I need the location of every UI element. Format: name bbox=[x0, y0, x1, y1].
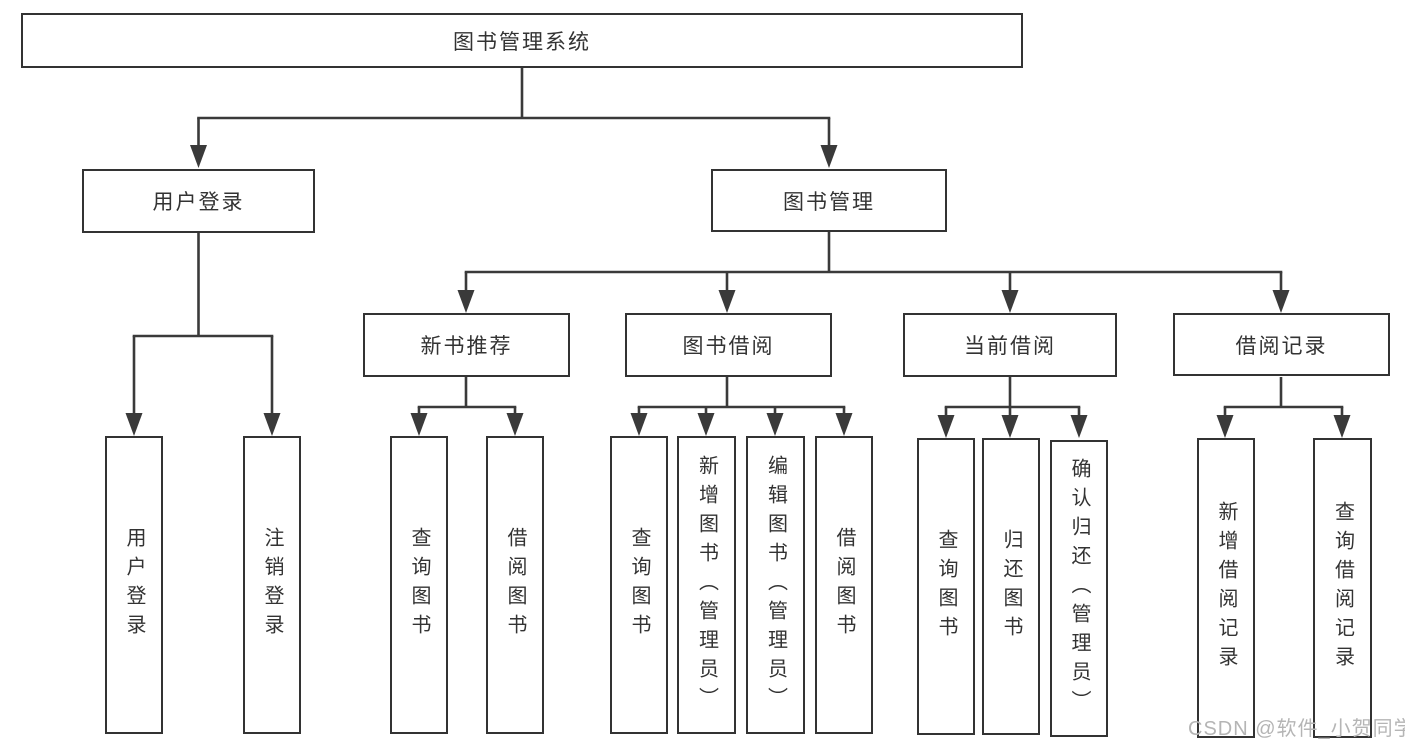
leaf-query-books-borrow: 查询图书 bbox=[610, 436, 668, 734]
node-borrow-records: 借阅记录 bbox=[1173, 313, 1390, 376]
csdn-watermark: CSDN @软件_小贺同学 bbox=[1188, 718, 1405, 740]
leaf-logout: 注销登录 bbox=[243, 436, 301, 734]
leaf-add-book-admin: 新增图书（管理员） bbox=[677, 436, 736, 734]
leaf-query-books-current: 查询图书 bbox=[917, 438, 975, 735]
leaf-query-books-recommend: 查询图书 bbox=[390, 436, 448, 734]
node-library-management-system: 图书管理系统 bbox=[21, 13, 1023, 68]
node-current-borrow: 当前借阅 bbox=[903, 313, 1117, 377]
leaf-add-borrow-record: 新增借阅记录 bbox=[1197, 438, 1255, 738]
leaf-edit-book-admin: 编辑图书（管理员） bbox=[746, 436, 805, 734]
node-book-management: 图书管理 bbox=[711, 169, 947, 232]
leaf-query-borrow-record: 查询借阅记录 bbox=[1313, 438, 1372, 738]
leaf-confirm-return-admin: 确认归还（管理员） bbox=[1050, 440, 1108, 737]
leaf-borrow-books-recommend: 借阅图书 bbox=[486, 436, 544, 734]
node-new-book-recommend: 新书推荐 bbox=[363, 313, 570, 377]
leaf-borrow-books: 借阅图书 bbox=[815, 436, 873, 734]
leaf-return-books: 归还图书 bbox=[982, 438, 1040, 735]
leaf-user-login: 用户登录 bbox=[105, 436, 163, 734]
node-user-login: 用户登录 bbox=[82, 169, 315, 233]
node-book-borrow: 图书借阅 bbox=[625, 313, 832, 377]
